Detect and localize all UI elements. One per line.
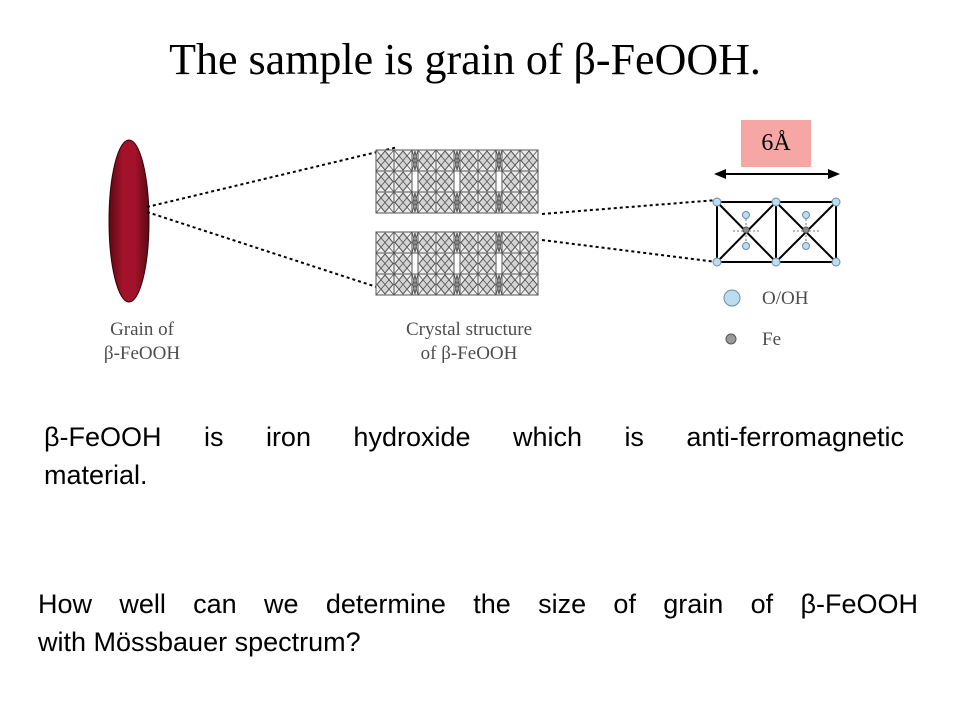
octahedron-block	[501, 252, 521, 275]
octahedron-block	[495, 273, 503, 296]
octahedron-block	[435, 273, 455, 296]
octahedron-block	[417, 231, 437, 254]
question-text: How well can we determine the size of gr…	[38, 589, 918, 657]
octahedron-block	[477, 170, 497, 193]
octahedron-block	[501, 191, 521, 214]
octahedron-block	[435, 191, 455, 214]
octahedron-block	[477, 252, 497, 275]
octahedron-block	[417, 170, 437, 193]
octahedron-block	[417, 252, 437, 275]
octahedron-block	[459, 252, 479, 275]
octahedron-block	[411, 149, 419, 172]
octahedron-block	[501, 273, 521, 296]
octahedron-block	[375, 149, 395, 172]
unit-cell	[712, 197, 841, 267]
octahedron-block	[459, 273, 479, 296]
octahedron-block	[375, 252, 395, 275]
octahedron-block	[375, 170, 395, 193]
octahedron-block	[501, 149, 521, 172]
zoom-line	[146, 146, 399, 208]
octahedron-block	[393, 191, 413, 214]
octahedron-block	[411, 191, 419, 214]
octahedron-block	[519, 149, 539, 172]
octahedron-block	[519, 191, 539, 214]
octahedron-block	[435, 252, 455, 275]
zoom-line	[146, 211, 399, 295]
slide-title: The sample is grain of β-FeOOH.	[169, 35, 761, 84]
octahedron-block	[459, 149, 479, 172]
octahedron-block	[417, 273, 437, 296]
octahedron-block	[495, 231, 503, 254]
octahedron-block	[393, 252, 413, 275]
octahedron-block	[519, 231, 539, 254]
octahedron-block	[459, 191, 479, 214]
scale-label: 6Å	[741, 120, 811, 167]
octahedron-block	[393, 273, 413, 296]
octahedron-block	[375, 273, 395, 296]
octahedron-block	[393, 170, 413, 193]
octahedron-block	[453, 273, 461, 296]
octahedron-block	[435, 231, 455, 254]
octahedron-block	[375, 231, 395, 254]
octahedron-block	[501, 231, 521, 254]
octahedron-block	[435, 170, 455, 193]
octahedron-block	[417, 149, 437, 172]
octahedron-block	[459, 170, 479, 193]
scale-arrow	[714, 169, 840, 179]
octahedron-block	[519, 252, 539, 275]
octahedron-block	[477, 191, 497, 214]
octahedron-block	[411, 231, 419, 254]
fe-legend-symbol	[725, 333, 737, 345]
grain-ellipse	[108, 139, 150, 303]
octahedron-block	[459, 231, 479, 254]
zoom-line	[541, 239, 718, 263]
legend-label-fe: Fe	[762, 329, 781, 350]
o-oh-legend-symbol	[723, 289, 741, 307]
octahedron-block	[477, 149, 497, 172]
octahedron-block	[495, 149, 503, 172]
octahedron-block	[393, 149, 413, 172]
zoom-line	[541, 199, 718, 215]
statement-text: β-FeOOH is iron hydroxide which is anti-…	[44, 422, 904, 490]
octahedron-block	[519, 170, 539, 193]
octahedron-block	[435, 149, 455, 172]
octahedron-block	[477, 231, 497, 254]
octahedron-block	[453, 231, 461, 254]
grain-caption: Grain of β-FeOOH	[103, 319, 181, 364]
octahedron-block	[453, 149, 461, 172]
octahedron-block	[453, 191, 461, 214]
crystal-structure-caption: Crystal structure of β-FeOOH	[405, 319, 533, 364]
octahedron-block	[477, 273, 497, 296]
octahedron-block	[495, 191, 503, 214]
octahedron-block	[411, 273, 419, 296]
octahedron-block	[501, 170, 521, 193]
octahedron-block	[393, 231, 413, 254]
legend-label-o-oh: O/OH	[762, 288, 809, 309]
octahedron-block	[375, 191, 395, 214]
crystal-structure	[375, 149, 539, 296]
octahedron-block	[417, 191, 437, 214]
octahedron-block	[519, 273, 539, 296]
